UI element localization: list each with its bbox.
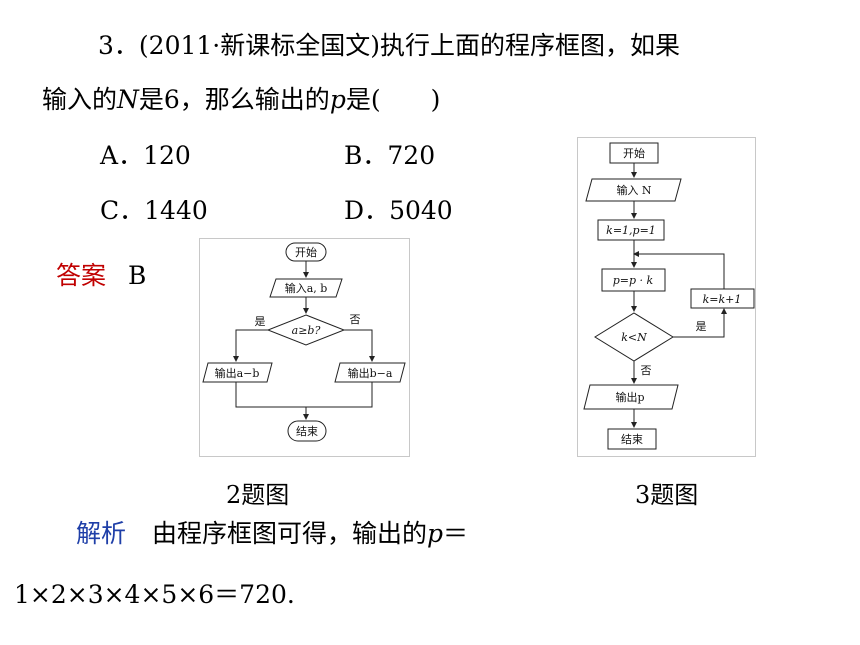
explanation-equals: ＝ xyxy=(443,519,469,548)
answer-line: 答案 B xyxy=(56,256,146,292)
fc2-output-right-shape xyxy=(334,362,406,383)
fc3-output-label: 输出p xyxy=(615,390,644,404)
fc3-process-label: p=p · k xyxy=(613,274,654,287)
fc2-condition-label: a≥b? xyxy=(292,324,321,337)
option-c: C．1440 xyxy=(100,196,208,225)
explanation-text: 由程序框图可得，输出的 xyxy=(151,519,427,548)
fc3-increment-shape xyxy=(690,288,755,309)
question-text-2b: 是6，那么输出的 xyxy=(138,85,330,114)
option-a: A．120 xyxy=(100,141,191,170)
flowchart-2: 开始 输入a, b a≥b? 是 否 输出a−b 输出b−a 结束 xyxy=(199,238,410,457)
option-b-value: 720 xyxy=(387,141,436,170)
fc2-input-shape xyxy=(269,278,343,298)
fc3-condition-label: k<N xyxy=(621,331,647,344)
fc3-init-shape xyxy=(597,219,665,241)
option-b-letter: B xyxy=(344,141,363,170)
question-line-2: 输入的N是6，那么输出的p是( ) xyxy=(42,80,440,116)
explanation-line-2: 1×2×3×4×5×6＝720. xyxy=(14,580,295,609)
flowchart-2-svg: 开始 输入a, b a≥b? 是 否 输出a−b 输出b−a 结束 xyxy=(202,242,406,442)
explanation-label: 解析 xyxy=(76,519,127,548)
question-text-2a: 输入的 xyxy=(42,85,118,114)
option-d: D．5040 xyxy=(344,196,453,225)
option-d-letter: D xyxy=(344,196,365,225)
fc3-input-shape xyxy=(585,178,682,202)
option-c-value: 1440 xyxy=(144,196,208,225)
option-c-letter: C xyxy=(100,196,120,225)
question-text-2c: 是( ) xyxy=(345,85,441,114)
caption-figure-2: 2题图 xyxy=(226,481,290,509)
fc3-start-label: 开始 xyxy=(623,146,645,160)
fc2-output-left-label: 输出a−b xyxy=(215,366,260,380)
fc2-end-label: 结束 xyxy=(296,425,318,438)
question-line-1: 3．(2011·新课标全国文)执行上面的程序框图，如果 xyxy=(98,26,680,62)
variable-n: N xyxy=(117,85,139,114)
fc3-output-shape xyxy=(583,384,679,410)
answer-value: B xyxy=(127,261,147,290)
fc3-input-label: 输入 N xyxy=(616,183,651,197)
caption-figure-3: 3题图 xyxy=(635,481,699,509)
fc2-output-right-label: 输出b−a xyxy=(348,366,393,380)
fc3-end-shape xyxy=(607,428,657,450)
variable-p: p xyxy=(329,85,346,114)
question-text-1: 3．(2011·新课标全国文)执行上面的程序框图，如果 xyxy=(98,31,680,60)
fc3-increment-label: k=k+1 xyxy=(703,293,742,306)
fc3-init-label: k=1,p=1 xyxy=(606,224,656,237)
flowchart-3: 开始 输入 N k=1,p=1 p=p · k k=k+1 k<N 是 否 输出… xyxy=(577,137,756,457)
fc2-end-shape xyxy=(287,420,327,442)
explanation-variable-p: p xyxy=(426,519,443,548)
fc3-yes-label: 是 xyxy=(696,320,707,333)
fc2-yes-label: 是 xyxy=(255,315,266,328)
fc2-condition-shape xyxy=(266,314,346,346)
fc2-no-label: 否 xyxy=(350,313,361,326)
explanation-line-1: 解析 由程序框图可得，输出的p＝ xyxy=(76,514,468,550)
option-a-value: 120 xyxy=(143,141,191,170)
option-b: B．720 xyxy=(344,141,436,170)
answer-label: 答案 xyxy=(56,261,107,290)
fc2-output-left-shape xyxy=(202,362,273,383)
fc2-input-label: 输入a, b xyxy=(285,281,328,295)
fc3-end-label: 结束 xyxy=(621,433,643,446)
option-a-letter: A xyxy=(100,141,119,170)
fc3-no-label: 否 xyxy=(641,364,652,377)
option-d-value: 5040 xyxy=(389,196,453,225)
flowchart-3-svg: 开始 输入 N k=1,p=1 p=p · k k=k+1 k<N 是 否 输出… xyxy=(583,142,755,450)
fc2-start-label: 开始 xyxy=(295,245,317,259)
